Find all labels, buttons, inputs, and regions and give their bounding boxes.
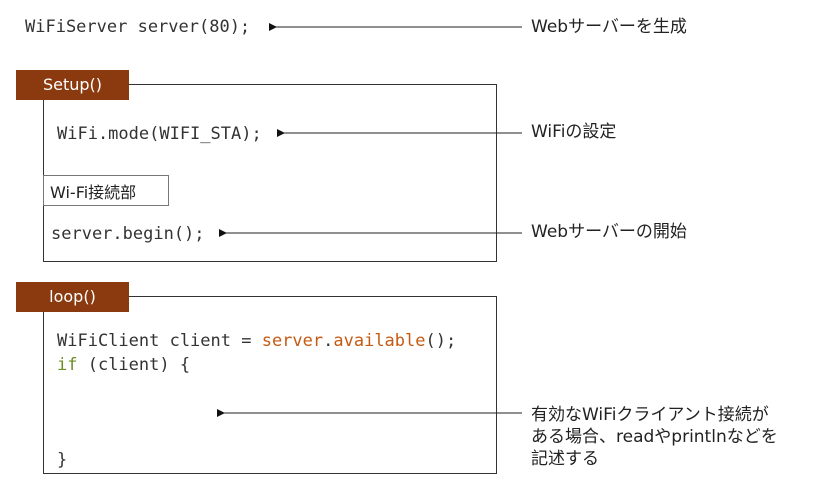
client-available-code: WiFiClient client = server.available(); xyxy=(57,331,456,351)
wifi-mode-code: WiFi.mode(WIFI_STA); xyxy=(57,124,262,144)
client-handling-note-line-3: 記述する xyxy=(531,449,599,469)
client-handling-note: 有効なWiFiクライアント接続が ある場合、readやprintlnなどを 記述… xyxy=(531,404,778,470)
client-handling-note-line-2: ある場合、readやprintlnなどを xyxy=(531,427,778,447)
member-dot: . xyxy=(323,331,334,351)
loop-tab: loop() xyxy=(16,282,129,312)
loop-box xyxy=(43,296,497,474)
if-condition: (client) { xyxy=(77,355,191,375)
setup-box xyxy=(43,84,497,262)
setup-tab: Setup() xyxy=(16,70,129,100)
server-begin-code: server.begin(); xyxy=(51,224,205,244)
if-keyword: if xyxy=(57,355,78,375)
closing-brace: } xyxy=(57,450,68,470)
server-object: server xyxy=(261,331,324,351)
call-parens: (); xyxy=(425,331,457,351)
if-client-code: if (client) { xyxy=(57,355,190,375)
client-declaration: WiFiClient client = xyxy=(57,331,262,351)
wifi-connection-section: Wi-Fi接続部 xyxy=(43,175,169,206)
wifi-mode-note: WiFiの設定 xyxy=(531,122,617,142)
client-handling-note-line-1: 有効なWiFiクライアント接続が xyxy=(531,405,769,425)
server-declaration-code: WiFiServer server(80); xyxy=(25,17,251,37)
server-declaration-note: Webサーバーを生成 xyxy=(531,17,687,37)
server-begin-note: Webサーバーの開始 xyxy=(531,222,687,242)
available-method: available xyxy=(333,331,426,351)
